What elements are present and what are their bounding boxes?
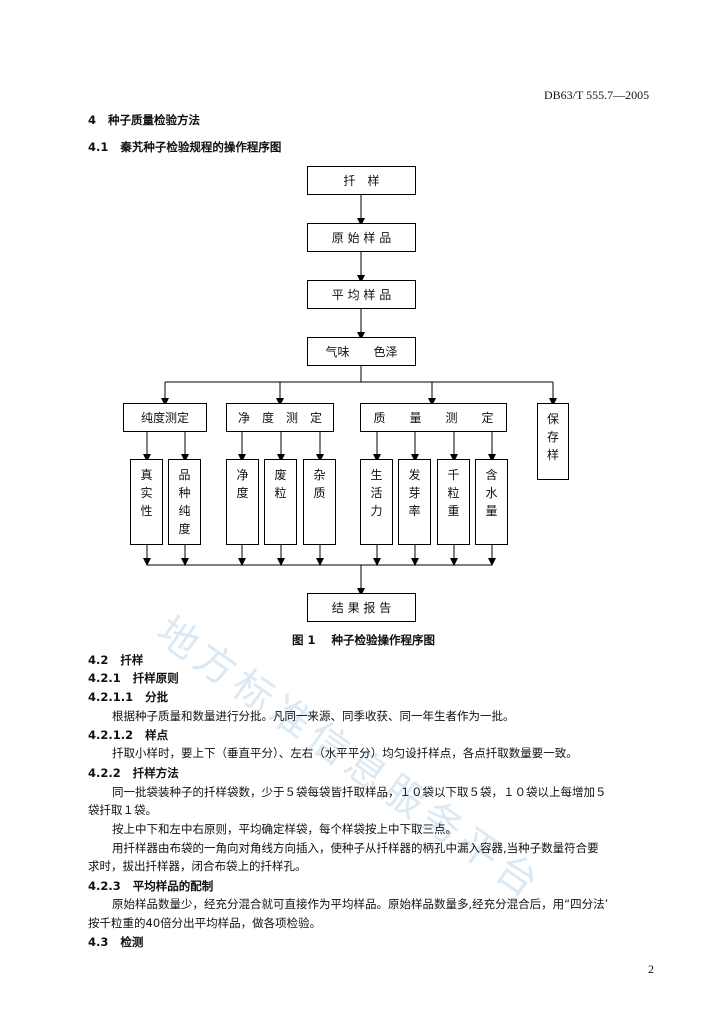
char: 种	[178, 486, 191, 500]
char: 杂	[313, 468, 326, 482]
char: 废	[274, 468, 287, 482]
section-4-2-2-heading: 4.2.2 扦样方法	[88, 765, 179, 781]
section-4-2-1-heading: 4.2.1 扦样原则	[88, 670, 179, 686]
section-title: 分批	[145, 690, 169, 704]
char: 质	[313, 486, 326, 500]
char: 样	[546, 448, 559, 462]
paragraph-sample-points: 扦取小样时，要上下（垂直平分）、左右（水平平分）均匀设扦样点，各点扦取数量要一致…	[112, 746, 578, 760]
step-label: 净 度 测 定	[237, 411, 322, 425]
char: 率	[408, 504, 421, 518]
char: 含	[485, 468, 498, 482]
step-label: 平 均 样 品	[331, 288, 392, 302]
char: 度	[178, 522, 191, 536]
char: 品	[178, 468, 191, 482]
step-vitality: 生 活 力	[360, 459, 393, 545]
step-impurity: 杂 质	[303, 459, 336, 545]
section-4-3-heading: 4.3 检测	[88, 934, 143, 950]
step-label: 纯度测定	[140, 411, 189, 425]
step-result-report: 结 果 报 告	[307, 593, 416, 622]
char: 保	[546, 412, 559, 426]
step-label: 气味 色泽	[325, 345, 398, 359]
section-number: 4.2.3	[88, 879, 121, 893]
step-original-sample: 原 始 样 品	[307, 223, 416, 252]
step-quality-test: 质 量 测 定	[360, 403, 507, 432]
section-4-2-1-2-heading: 4.2.1.2 样点	[88, 727, 168, 743]
page-number: 2	[648, 962, 654, 976]
step-keep-sample: 保 存 样	[537, 403, 569, 480]
paragraph-batching: 根据种子质量和数量进行分批。凡同一来源、同季收获、同一年生者作为一批。	[112, 709, 515, 723]
char: 实	[140, 486, 153, 500]
section-4-2-1-1-heading: 4.2.1.1 分批	[88, 689, 168, 705]
section-number: 4.1	[88, 140, 109, 154]
char: 生	[370, 468, 383, 482]
char: 活	[370, 486, 383, 500]
section-number: 4.2	[88, 653, 109, 667]
char: 水	[485, 486, 498, 500]
char: 粒	[447, 486, 460, 500]
step-smell-color: 气味 色泽	[307, 337, 416, 366]
step-variety-purity: 品 种 纯 度	[168, 459, 201, 545]
step-label: 结 果 报 告	[331, 601, 392, 615]
section-4-2-3-heading: 4.2.3 平均样品的配制	[88, 878, 213, 894]
step-authenticity: 真 实 性	[130, 459, 163, 545]
step-waste-grain: 废 粒	[264, 459, 297, 545]
paragraph-sampler-line2: 求时，拔出扦样器，闭合布袋上的扦样孔。	[88, 859, 307, 873]
char: 量	[485, 504, 498, 518]
section-title: 检测	[120, 935, 144, 949]
section-number: 4	[88, 113, 97, 127]
section-title: 秦艽种子检验规程的操作程序图	[120, 140, 282, 154]
section-number: 4.2.1	[88, 671, 121, 685]
step-germination-rate: 发 芽 率	[398, 459, 431, 545]
char: 性	[140, 504, 153, 518]
step-average-sample: 平 均 样 品	[307, 280, 416, 309]
section-number: 4.2.2	[88, 766, 121, 780]
step-sampling: 扦 样	[307, 166, 416, 195]
section-4-2-heading: 4.2 扦样	[88, 652, 143, 668]
paragraph-sampling-method-line2: 袋扦取１袋。	[88, 803, 157, 817]
step-moisture-content: 含 水 量	[475, 459, 508, 545]
char: 纯	[178, 504, 191, 518]
step-label: 质 量 测 定	[373, 411, 494, 425]
step-cleanness: 净 度	[226, 459, 259, 545]
paragraph-sampling-method-line1: 同一批袋装种子的扦样袋数，少于５袋每袋皆扦取样品，１０袋以下取５袋，１０袋以上每…	[112, 785, 607, 799]
figure-number: 图 1	[292, 633, 316, 647]
step-purity-test: 纯度测定	[123, 403, 207, 432]
section-title: 样点	[145, 728, 169, 742]
section-title: 扦样原则	[132, 671, 179, 685]
section-title: 种子质量检验方法	[108, 113, 201, 127]
section-title: 扦样	[120, 653, 144, 667]
section-title: 平均样品的配制	[132, 879, 214, 893]
step-thousand-grain-weight: 千 粒 重	[437, 459, 470, 545]
section-number: 4.2.1.1	[88, 690, 134, 704]
char: 存	[546, 430, 559, 444]
char: 重	[447, 504, 460, 518]
section-4-heading: 4 种子质量检验方法	[88, 112, 200, 128]
char: 净	[236, 468, 249, 482]
char: 发	[408, 468, 421, 482]
figure-title: 种子检验操作程序图	[331, 633, 436, 647]
char: 芽	[408, 486, 421, 500]
section-number: 4.3	[88, 935, 109, 949]
char: 度	[236, 486, 249, 500]
figure-caption: 图 1 种子检验操作程序图	[292, 632, 435, 648]
paragraph-sampling-principle: 按上中下和左中右原则，平均确定样袋，每个样袋按上中下取三点。	[112, 822, 457, 836]
paragraph-average-sample-line1: 原始样品数量少，经充分混合就可直接作为平均样品。原始样品数量多,经充分混合后，用…	[112, 897, 609, 911]
paragraph-average-sample-line2: 按千粒重的40倍分出平均样品，做各项检验。	[88, 916, 322, 930]
char: 力	[370, 504, 383, 518]
step-label: 原 始 样 品	[331, 231, 392, 245]
step-cleanness-test: 净 度 测 定	[226, 403, 334, 432]
step-label: 扦 样	[343, 174, 380, 188]
section-title: 扦样方法	[132, 766, 179, 780]
section-4-1-heading: 4.1 秦艽种子检验规程的操作程序图	[88, 139, 281, 155]
char: 粒	[274, 486, 287, 500]
section-number: 4.2.1.2	[88, 728, 134, 742]
char: 真	[140, 468, 153, 482]
document-id: DB63/T 555.7—2005	[544, 88, 650, 102]
char: 千	[447, 468, 460, 482]
paragraph-sampler-line1: 用扦样器由布袋的一角向对角线方向插入，使种子从扦样器的柄孔中漏入容器,当种子数量…	[112, 841, 599, 855]
